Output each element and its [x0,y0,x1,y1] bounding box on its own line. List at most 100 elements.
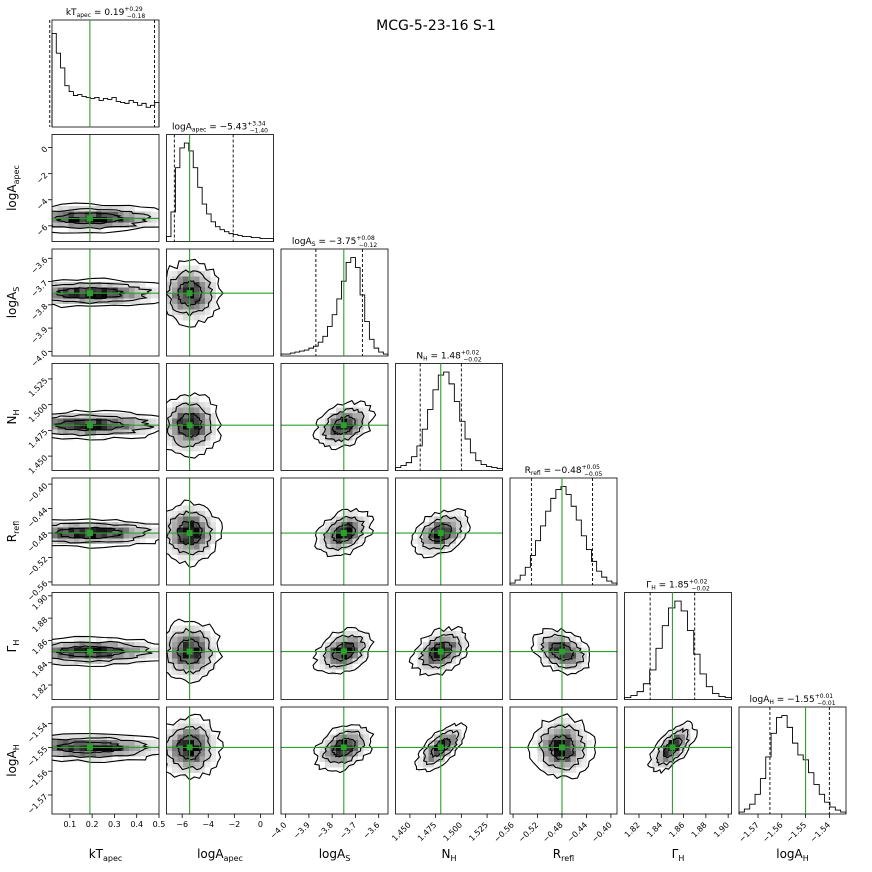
density-cell [118,740,124,746]
density-cell [156,293,159,299]
contour-level-1 [428,641,453,662]
panel-title: logAS = −3.75+0.08−0.12 [292,235,378,249]
density-cell [352,647,358,653]
density-cell [63,435,69,441]
density-cell [177,533,183,539]
density-cell [68,413,74,419]
density-cell [445,527,451,533]
density-cell [543,636,549,642]
density-cell [177,522,183,528]
density-cell [325,440,331,446]
contour-level-3 [52,277,159,309]
density-cell [123,740,129,746]
density-cell [199,767,205,773]
density-cell [177,276,183,282]
density-cell [543,745,549,751]
y-tick-label: −0.52 [26,555,50,579]
panel-frame [51,19,160,128]
density-panel-logA_apec-Gamma_H [166,592,274,700]
density-cell [74,429,80,435]
density-cell [188,664,194,670]
density-cell [188,265,194,271]
density-cell [172,429,178,435]
density-cell [118,287,124,293]
density-cell [134,527,140,533]
density-cell [96,424,102,430]
density-cell [96,429,102,435]
density-panel-kT_apec-N_H [51,363,160,471]
contour-level-2 [166,726,212,771]
density-cell [330,762,336,768]
density-cell [112,538,118,544]
density-cell [423,762,429,768]
density-cell [183,631,189,637]
density-cell [90,538,96,544]
density-cell [417,538,423,544]
density-cell [363,734,369,740]
density-cell [358,642,364,648]
panel-title: logAH = −1.55+0.01−0.01 [749,693,835,707]
density-cell [101,745,107,751]
density-cell [205,511,211,517]
density-cell [439,729,445,735]
density-cell [74,282,80,288]
density-cell [74,745,80,751]
density-cell [581,647,587,653]
density-cell [439,642,445,648]
density-cell [85,413,91,419]
density-cell [319,658,325,664]
density-cell [423,658,429,664]
density-cell [352,636,358,642]
density-cell [565,647,571,653]
density-cell [177,413,183,419]
contour-level-3 [314,507,375,558]
density-cell [194,762,200,768]
panel-frame [509,477,618,586]
density-cell [330,740,336,746]
density-cell [129,282,135,288]
density-cell [537,647,543,653]
density-cell [674,751,680,757]
contour-level-2 [52,522,153,544]
density-cell [101,211,107,217]
density-panel-N_H-R_refl [395,477,503,586]
density-cell [90,222,96,228]
density-cell [194,642,200,648]
density-cell [96,734,102,740]
density-cell [101,642,107,648]
density-cell [434,527,440,533]
density-cell [188,555,194,561]
density-cell [554,740,560,746]
density-cell [177,734,183,740]
density-cell [112,734,118,740]
density-cell [68,745,74,751]
density-cell [434,734,440,740]
density-cell [336,516,342,522]
density-cell [330,538,336,544]
density-cell [74,287,80,293]
density-cell [85,429,91,435]
density-cell [52,282,58,288]
panel-frame [166,363,274,471]
density-cell [177,658,183,664]
density-cell [145,211,151,217]
density-cell [319,653,325,659]
density-cell [101,222,107,228]
density-cell [96,418,102,424]
density-cell [68,647,74,653]
truth-marker [86,215,93,222]
density-cell [347,653,353,659]
density-cell [183,505,189,511]
density-cell [118,206,124,212]
density-cell [52,298,58,304]
density-cell [177,527,183,533]
density-cell [172,435,178,441]
density-cell [151,527,157,533]
density-cell [140,538,146,544]
y-tick-label: −0.40 [26,481,50,505]
density-cell [63,756,69,762]
density-cell [134,293,140,299]
density-cell [554,773,560,779]
x-tick-label: −0.56 [492,820,516,844]
